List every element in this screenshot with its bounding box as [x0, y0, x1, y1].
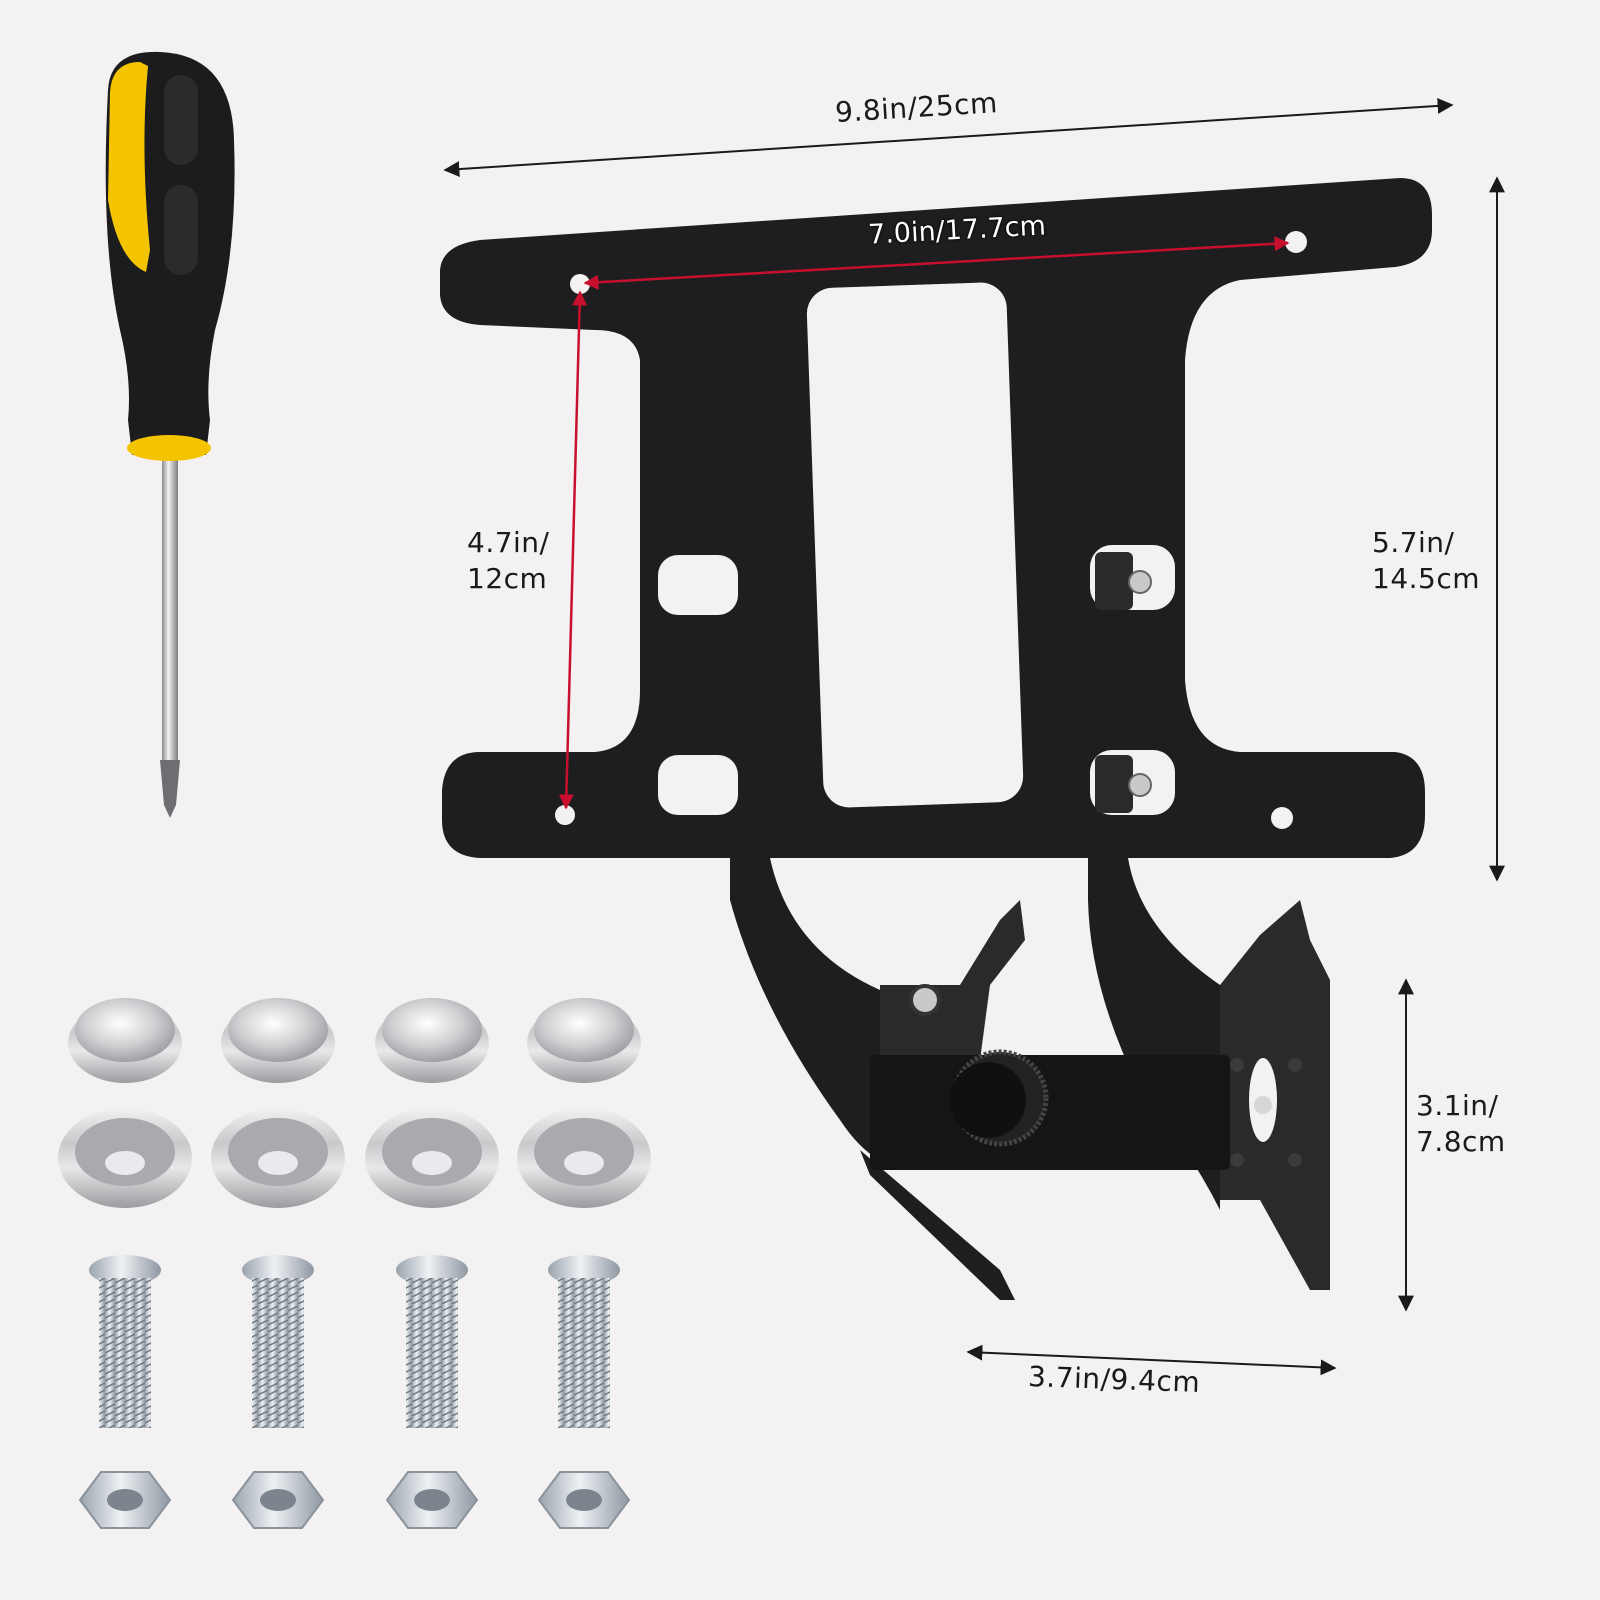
hole-spacing-vertical-label: 4.7in/ 12cm [467, 525, 550, 597]
cap-bases [58, 1108, 651, 1208]
overall-height-line2: 14.5cm [1372, 562, 1481, 595]
clip-screw-icon [1128, 773, 1152, 797]
mount-hole [1285, 231, 1307, 253]
overall-height-label: 5.7in/ 14.5cm [1372, 525, 1480, 597]
overall-height-line1: 5.7in/ [1372, 526, 1455, 559]
mount-width-arrow [966, 1344, 1337, 1376]
width-dimension-arrow [443, 97, 1454, 178]
hole-spacing-vertical-line1: 4.7in/ [467, 526, 550, 559]
screws [89, 1255, 620, 1428]
mount-width-label: 3.7in/9.4cm [1027, 1360, 1201, 1399]
crossbar [870, 1055, 1230, 1170]
mount-height-label: 3.1in/ 7.8cm [1416, 1088, 1506, 1160]
screwdriver-tip-icon [160, 760, 180, 818]
hex-nuts [78, 1471, 631, 1529]
hole-spacing-vertical-line2: 12cm [467, 562, 548, 595]
bracket-plate [440, 178, 1432, 858]
screw-caps [68, 998, 641, 1083]
hole-vertical-arrow [558, 290, 588, 810]
dimension-lines [443, 97, 1505, 1376]
mount-assembly [730, 858, 1330, 1300]
screwdriver-shaft [162, 450, 178, 780]
mount-height-line1: 3.1in/ [1416, 1089, 1499, 1122]
screwdriver-yellow-grip [108, 62, 150, 272]
screwdriver [105, 51, 235, 818]
mount-hole [555, 805, 575, 825]
center-window [806, 282, 1024, 808]
mount-height-line2: 7.8cm [1416, 1125, 1506, 1158]
mount-hole [1271, 807, 1293, 829]
hole-horizontal-arrow [583, 236, 1290, 290]
clip-screw-icon [1128, 570, 1152, 594]
